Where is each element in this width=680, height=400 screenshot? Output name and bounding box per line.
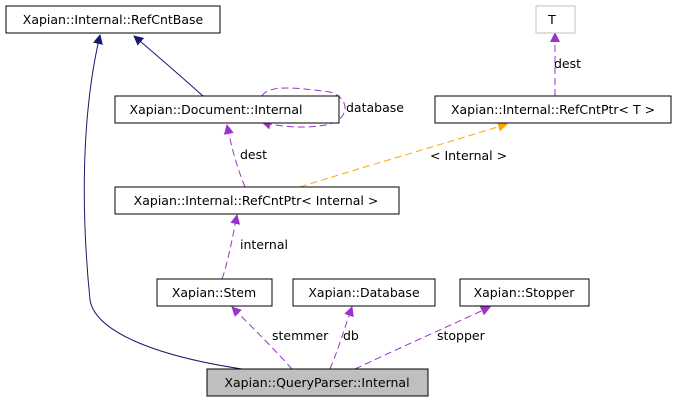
template-edge-internal (299, 121, 508, 188)
edge-label-db: db (343, 328, 359, 343)
edge-label-stopper: stopper (437, 328, 486, 343)
node-queryparser-internal[interactable]: Xapian::QueryParser::Internal (206, 368, 429, 397)
node-database-label: Xapian::Database (308, 285, 420, 300)
edge-label-template-internal: < Internal > (430, 148, 507, 163)
node-refcntptr-internal-label: Xapian::Internal::RefCntPtr< Internal > (134, 193, 379, 208)
inheritance-edge-document-refcntbase (133, 35, 204, 97)
edge-label-internal: internal (240, 237, 288, 252)
node-refcntptr-internal[interactable]: Xapian::Internal::RefCntPtr< Internal > (114, 186, 400, 215)
usage-edge-dest-internal (223, 124, 246, 188)
node-stem-label: Xapian::Stem (172, 285, 256, 300)
usage-edge-db (329, 306, 354, 370)
edge-label-dest-internal: dest (240, 147, 267, 162)
node-refcntptr-t-label: Xapian::Internal::RefCntPtr< T > (451, 102, 655, 117)
node-queryparser-internal-label: Xapian::QueryParser::Internal (224, 375, 409, 390)
node-database[interactable]: Xapian::Database (292, 278, 436, 307)
node-stopper[interactable]: Xapian::Stopper (459, 278, 590, 307)
node-document-internal-label: Xapian::Document::Internal (130, 102, 303, 117)
node-document-internal[interactable]: Xapian::Document::Internal (114, 95, 340, 124)
edge-label-database: database (346, 100, 404, 115)
node-template-param-t-label: T (547, 12, 556, 27)
node-template-param-t: T (535, 5, 576, 34)
node-refcntbase[interactable]: Xapian::Internal::RefCntBase (5, 5, 221, 34)
edge-label-dest-t: dest (554, 56, 581, 71)
node-refcntbase-label: Xapian::Internal::RefCntBase (23, 12, 204, 27)
edge-label-stemmer: stemmer (272, 328, 329, 343)
usage-edge-internal (221, 214, 241, 280)
node-stem[interactable]: Xapian::Stem (156, 278, 273, 307)
inheritance-edge-queryparser-refcntbase (83, 34, 243, 370)
node-refcntptr-t[interactable]: Xapian::Internal::RefCntPtr< T > (434, 95, 672, 124)
node-stopper-label: Xapian::Stopper (474, 285, 576, 300)
usage-edge-stopper (354, 306, 491, 370)
usage-edge-database-self (261, 87, 346, 130)
